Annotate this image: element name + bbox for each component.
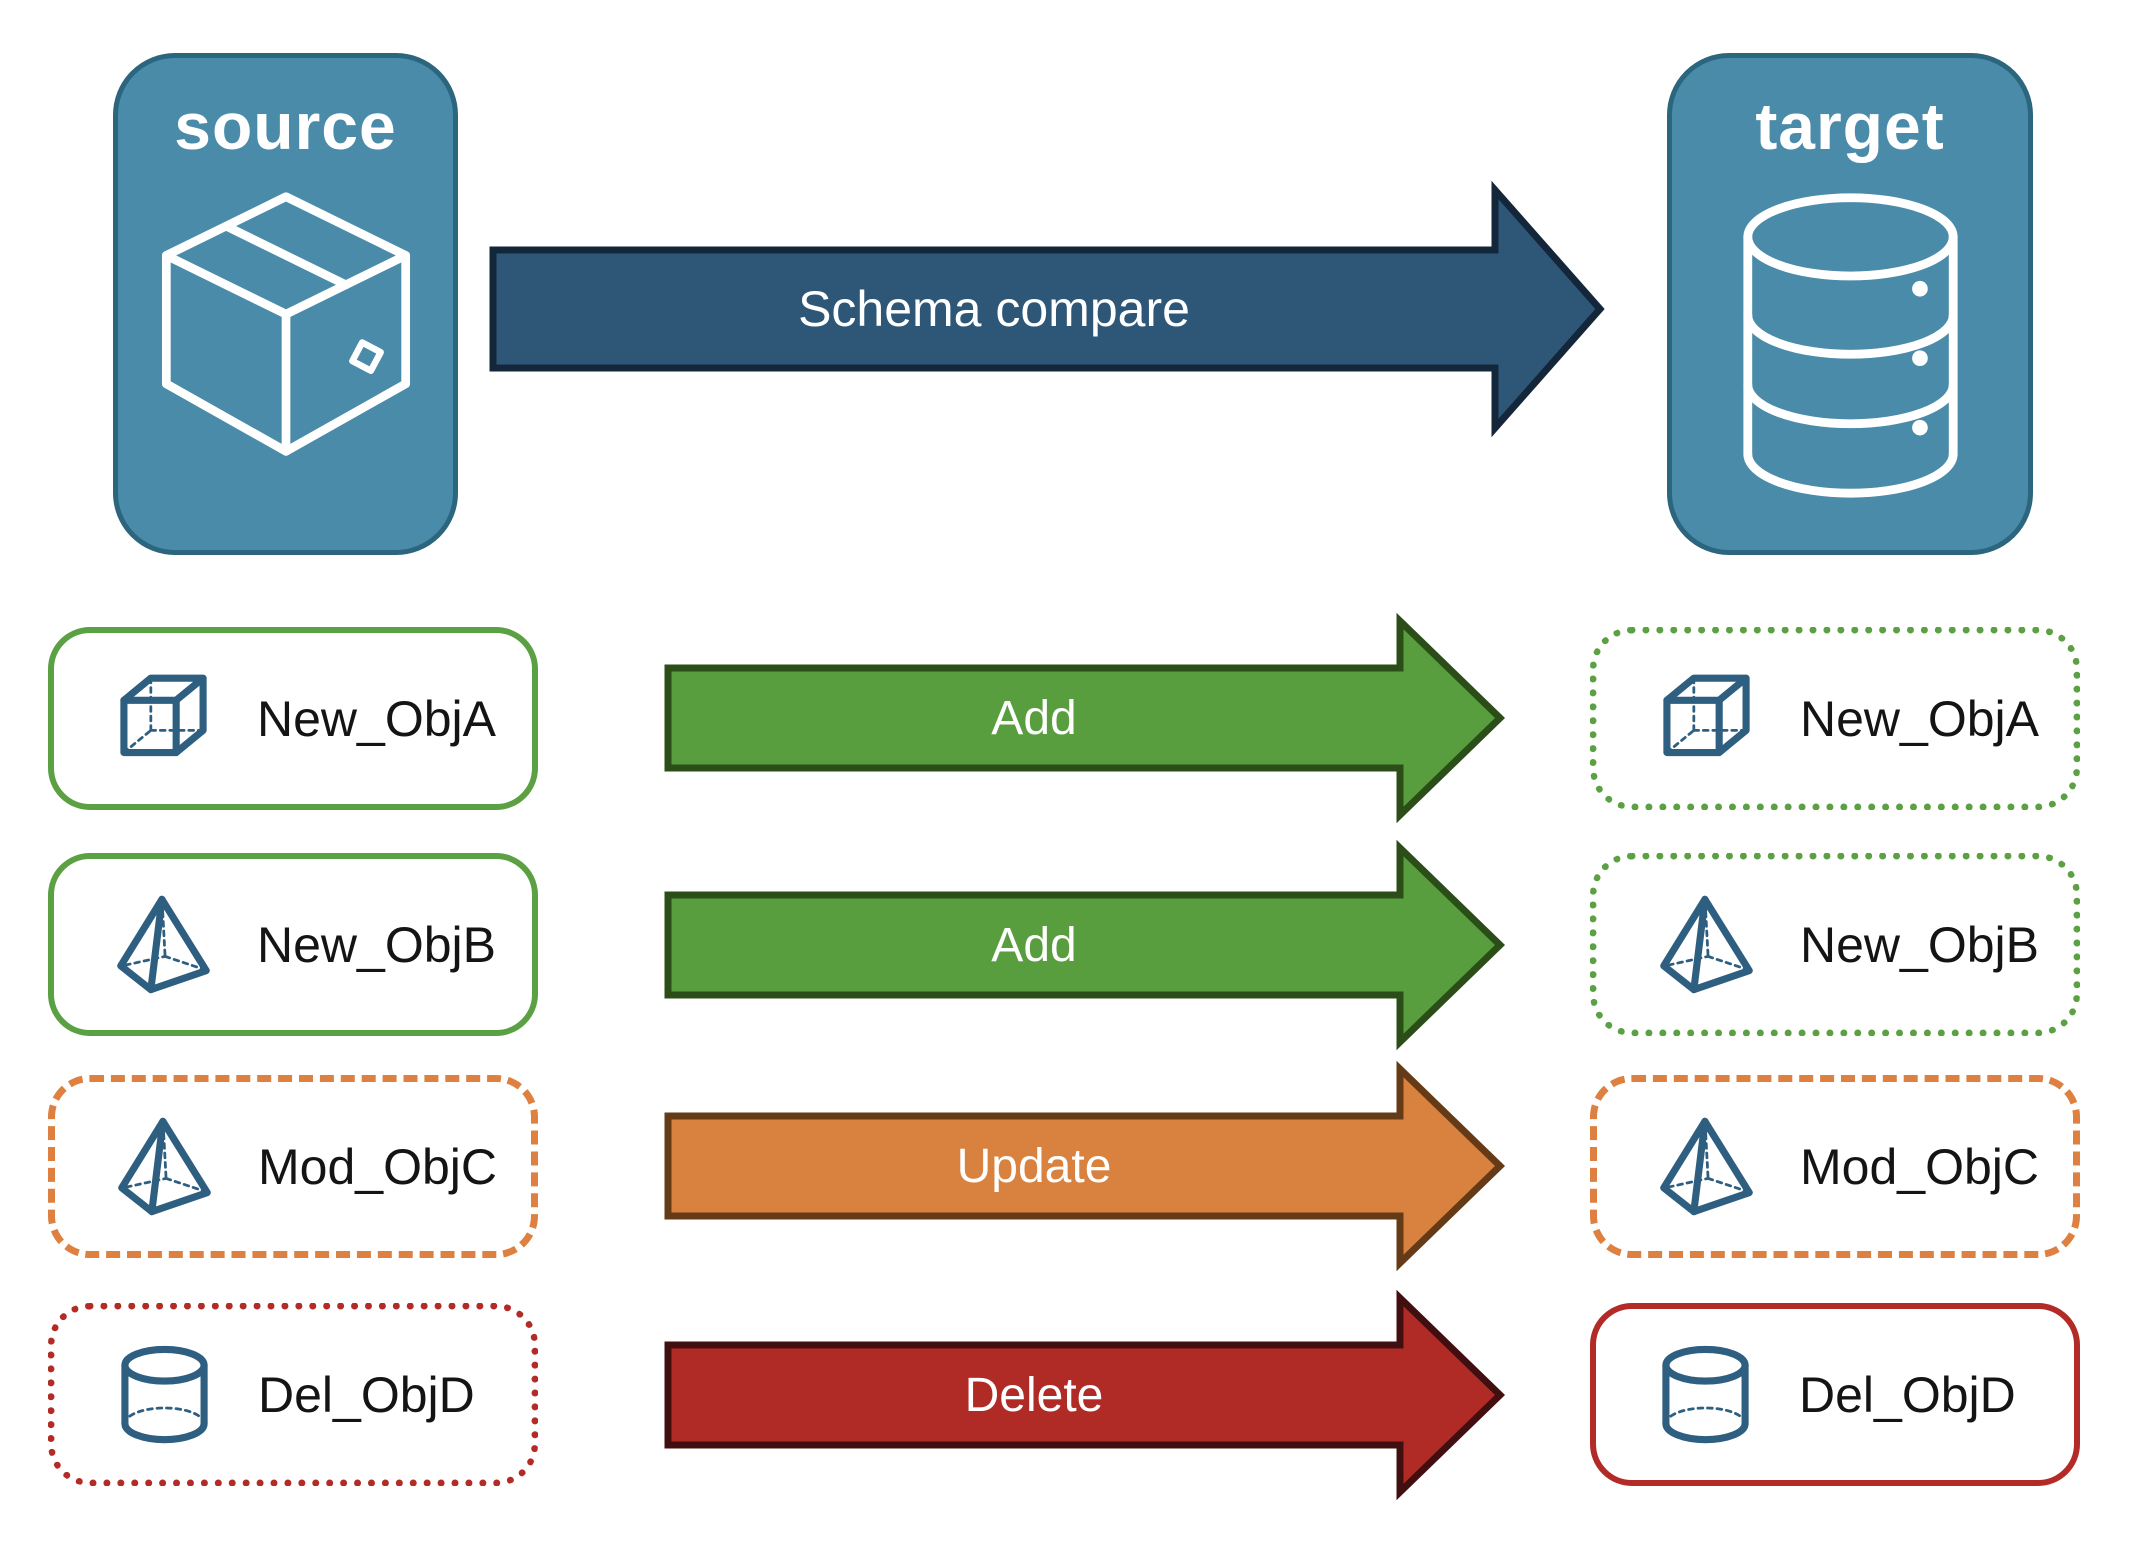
pyramid-icon [1660,1117,1753,1216]
source-object-mod-objc: Mod_ObjC [48,1075,538,1258]
source-node: source [113,53,458,555]
cube-icon [120,674,207,757]
database-icon [1742,193,1958,498]
object-label: Mod_ObjC [1800,1138,2039,1195]
object-label: Mod_ObjC [258,1138,497,1195]
object-label: New_ObjB [257,916,496,973]
add-arrow-row1 [664,612,1506,824]
schema-compare-arrow [489,180,1605,438]
object-label: Del_ObjD [258,1366,475,1423]
add-arrow-row2 [664,839,1506,1051]
cube-icon [1663,674,1750,757]
pyramid-icon [118,1117,211,1216]
object-label: New_ObjB [1800,916,2039,973]
target-node: target [1667,53,2033,555]
update-arrow [664,1060,1506,1272]
source-object-del-objd: Del_ObjD [48,1303,538,1486]
cylinder-icon [121,1345,208,1444]
target-node-title: target [1755,89,1945,163]
cylinder-icon [1662,1345,1749,1444]
object-label: New_ObjA [1800,690,2039,747]
target-object-new-objb: New_ObjB [1590,853,2080,1036]
target-object-mod-objc: Mod_ObjC [1590,1075,2080,1258]
source-object-new-objb: New_ObjB [48,853,538,1036]
target-object-del-objd: Del_ObjD [1590,1303,2080,1486]
pyramid-icon [1660,895,1753,994]
source-node-title: source [174,89,397,163]
target-object-new-obja: New_ObjA [1590,627,2080,810]
object-label: Del_ObjD [1799,1366,2016,1423]
delete-arrow [664,1289,1506,1501]
object-label: New_ObjA [257,690,496,747]
pyramid-icon [117,895,210,994]
package-icon [161,192,410,456]
source-object-new-obja: New_ObjA [48,627,538,810]
